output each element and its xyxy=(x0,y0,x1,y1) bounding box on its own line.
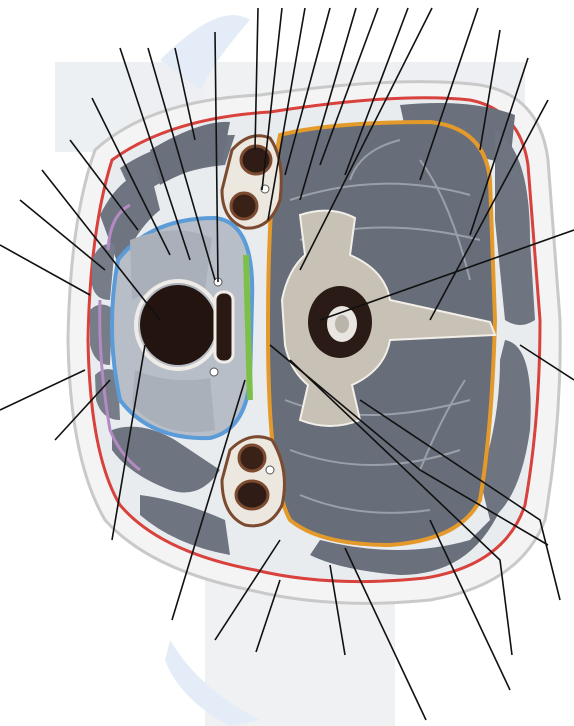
esophagus xyxy=(215,292,233,362)
carotid-sheath-upper xyxy=(222,136,281,228)
buccopharyngeal-fascia-green xyxy=(246,255,250,400)
vagus-nerve-lower xyxy=(266,466,274,474)
recurrent-nerve-lower xyxy=(210,368,218,376)
spinal-cord-grey xyxy=(335,315,349,333)
carotid-artery-upper xyxy=(231,193,257,219)
carotid-artery-lower xyxy=(236,481,268,509)
trachea xyxy=(140,285,216,365)
jugular-vein-lower xyxy=(239,445,265,471)
visceral-compartment xyxy=(112,218,252,438)
carotid-sheath-lower xyxy=(222,437,284,526)
